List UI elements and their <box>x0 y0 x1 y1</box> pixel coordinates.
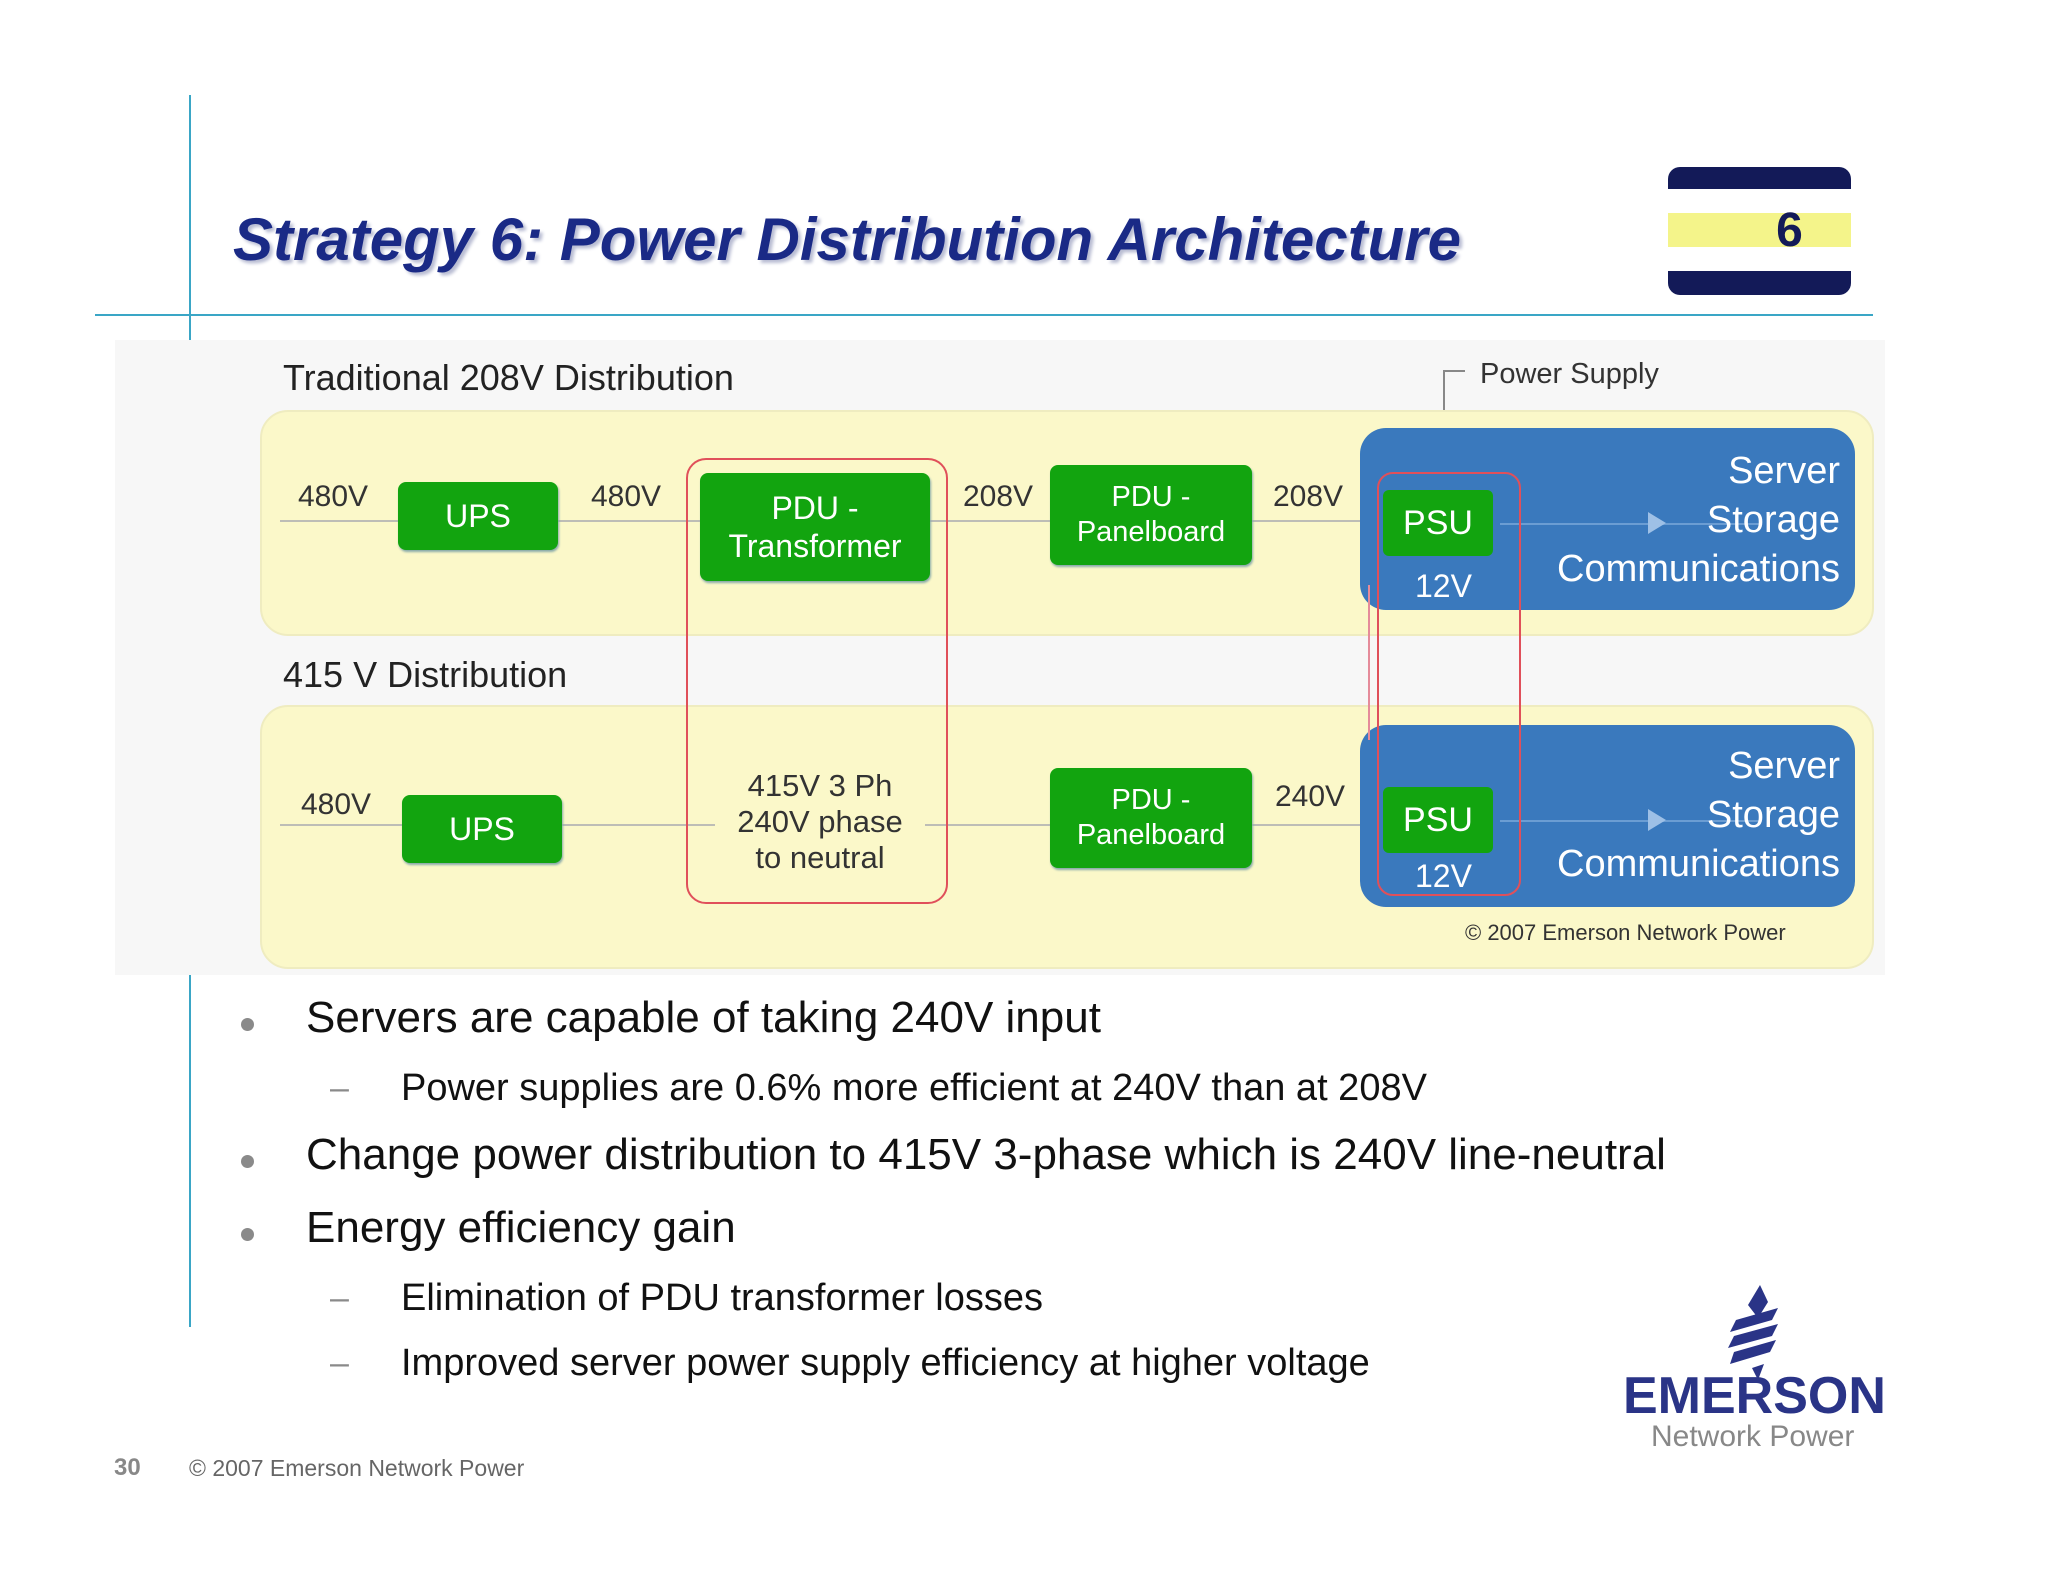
ups-box: UPS <box>402 795 562 863</box>
emerson-logo: EMERSON Network Power <box>1618 1280 1928 1453</box>
load-server: Server <box>1728 450 1840 492</box>
psu-box: PSU <box>1383 787 1493 853</box>
logo-subtitle: Network Power <box>1651 1420 1854 1450</box>
voltage-label: 240V <box>1275 780 1346 813</box>
arrow-right-icon <box>1648 809 1666 831</box>
psu-box: PSU <box>1383 490 1493 556</box>
bullet-item: Energy efficiency gain <box>306 1203 736 1252</box>
sub-bullet-item: Improved server power supply efficiency … <box>401 1342 1370 1384</box>
load-communications: Communications <box>1557 843 1840 885</box>
bullet-dot <box>241 1018 254 1031</box>
page-title: Strategy 6: Power Distribution Architect… <box>233 206 1462 273</box>
distribution-415-heading: 415 V Distribution <box>283 654 568 695</box>
bullet-dot <box>241 1228 254 1241</box>
dash-marker: – <box>330 1344 349 1382</box>
page-number: 30 <box>114 1454 141 1481</box>
ups-label: UPS <box>449 811 515 847</box>
load-server: Server <box>1728 745 1840 787</box>
logo-wordmark: EMERSON <box>1623 1367 1886 1425</box>
sub-bullet-item: Elimination of PDU transformer losses <box>401 1277 1043 1319</box>
pdu-panelboard-box: PDU - Panelboard <box>1050 768 1252 868</box>
phase-line1: 415V 3 Ph <box>747 768 893 803</box>
pdu-panelboard-line2: Panelboard <box>1076 819 1226 851</box>
psu-voltage: 12V <box>1415 858 1472 894</box>
voltage-label: 480V <box>301 788 372 821</box>
power-supply-label: Power Supply <box>1480 358 1659 390</box>
psu-highlight-box <box>1377 472 1521 896</box>
badge-number: 6 <box>1776 204 1803 257</box>
pdu-highlight-box <box>686 458 948 904</box>
pdu-transformer-line1: PDU - <box>771 490 859 526</box>
bullet-item: Change power distribution to 415V 3-phas… <box>306 1130 1666 1179</box>
voltage-label: 208V <box>963 480 1034 513</box>
phase-description: 415V 3 Ph 240V phase to neutral <box>715 768 925 876</box>
load-communications: Communications <box>1557 548 1840 590</box>
pdu-panelboard-line1: PDU - <box>1111 481 1191 513</box>
power-distribution-diagram: Traditional 208V Distribution Power Supp… <box>115 340 1885 975</box>
dash-marker: – <box>330 1279 349 1317</box>
traditional-heading: Traditional 208V Distribution <box>283 357 734 398</box>
accent-horizontal-line <box>95 314 1873 316</box>
footer-copyright: © 2007 Emerson Network Power <box>189 1455 525 1481</box>
load-storage: Storage <box>1706 794 1840 836</box>
load-storage: Storage <box>1706 499 1840 541</box>
voltage-label: 480V <box>591 480 662 513</box>
bullet-item: Servers are capable of taking 240V input <box>306 993 1101 1042</box>
phase-line2: 240V phase <box>737 804 903 839</box>
dash-marker: – <box>330 1069 349 1107</box>
pdu-panelboard-box: PDU - Panelboard <box>1050 465 1252 565</box>
voltage-label: 208V <box>1273 480 1344 513</box>
pdu-transformer-line2: Transformer <box>728 528 902 564</box>
phase-line3: to neutral <box>755 840 885 875</box>
pdu-transformer-box: PDU - Transformer <box>700 473 930 581</box>
sub-bullet-item: Power supplies are 0.6% more efficient a… <box>401 1067 1427 1109</box>
arrow-right-icon <box>1648 512 1666 534</box>
emerson-logo-icon: EMERSON Network Power <box>1623 1285 1886 1453</box>
diagram-copyright: © 2007 Emerson Network Power <box>1465 920 1786 945</box>
voltage-label: 480V <box>298 480 369 513</box>
pdu-panelboard-line1: PDU - <box>1111 784 1191 816</box>
pdu-panelboard-line2: Panelboard <box>1076 516 1226 548</box>
strategy-badge: 6 <box>1668 167 1851 295</box>
psu-voltage: 12V <box>1415 568 1472 604</box>
ups-label: UPS <box>445 498 511 534</box>
bullet-dot <box>241 1155 254 1168</box>
ups-box: UPS <box>398 482 558 550</box>
